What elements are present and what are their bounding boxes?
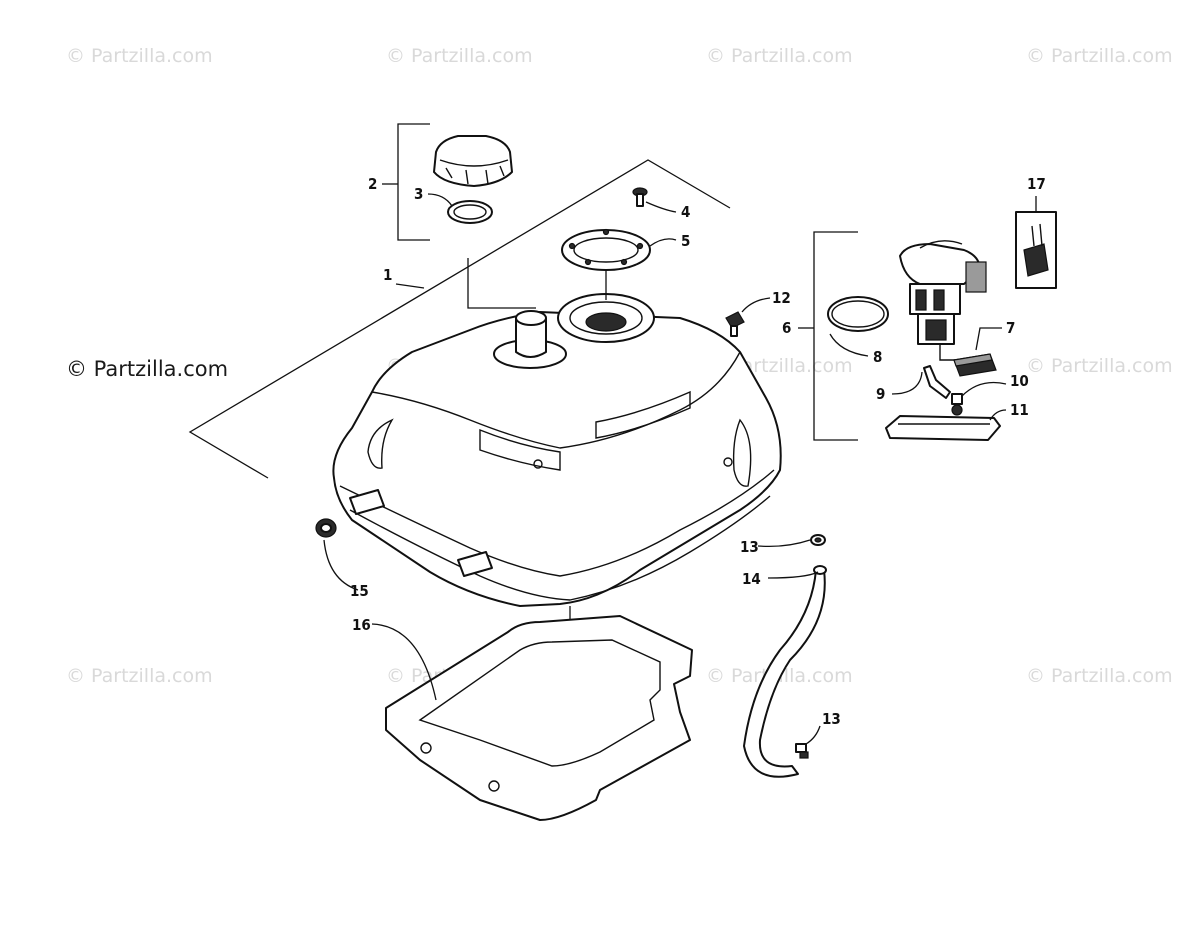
watermark-text: © Partzilla.com <box>1026 45 1173 67</box>
vent-hose <box>743 565 827 778</box>
bolt <box>725 311 745 337</box>
callout-10: 10 <box>1010 372 1029 390</box>
vent-clamp-top <box>810 534 826 546</box>
callout-2: 2 <box>368 175 377 193</box>
watermark-text: © Partzilla.com <box>66 665 213 687</box>
callout-4: 4 <box>681 203 690 221</box>
fuel-filter <box>953 353 997 377</box>
sensor <box>1023 223 1049 277</box>
callout-14: 14 <box>742 570 761 588</box>
callout-9: 9 <box>876 385 885 403</box>
callout-1: 1 <box>383 266 392 284</box>
watermark-text: © Partzilla.com <box>1026 355 1173 377</box>
callout-5: 5 <box>681 232 690 250</box>
watermark-text: © Partzilla.com <box>706 45 853 67</box>
assembly-bracket-1 <box>188 159 731 479</box>
callout-7: 7 <box>1006 319 1015 337</box>
callout-6: 6 <box>782 319 791 337</box>
fuel-tank <box>332 293 782 607</box>
retaining-ring <box>561 228 651 271</box>
watermark-text: © Partzilla.com <box>386 45 533 67</box>
skid-plate <box>385 615 693 821</box>
vent-clamp-bottom <box>795 743 809 759</box>
watermark-main: © Partzilla.com <box>66 357 228 381</box>
callout-3: 3 <box>414 185 423 203</box>
callout-11: 11 <box>1010 401 1029 419</box>
watermark-text: © Partzilla.com <box>1026 665 1173 687</box>
bracket-6 <box>813 231 858 441</box>
fuel-cap <box>433 135 513 187</box>
callout-17: 17 <box>1027 175 1046 193</box>
gasket-plate <box>885 415 1001 441</box>
fuel-pump <box>899 240 987 361</box>
callout-13-top: 13 <box>740 538 759 556</box>
callout-16: 16 <box>352 616 371 634</box>
callout-15: 15 <box>350 582 369 600</box>
bracket-2 <box>397 123 430 241</box>
callout-8: 8 <box>873 348 882 366</box>
hose-clamp <box>951 393 963 416</box>
grommet <box>315 518 337 538</box>
pump-hose <box>923 365 951 399</box>
screw <box>632 187 648 207</box>
callout-labels: 1 2 3 4 5 6 7 8 9 10 11 12 13 14 13 15 1… <box>350 175 1046 728</box>
callout-leaders <box>323 183 1037 745</box>
pump-o-ring <box>827 296 889 332</box>
leader-neck <box>467 258 536 309</box>
callout-13-bottom: 13 <box>822 710 841 728</box>
callout-12: 12 <box>772 289 791 307</box>
watermark-text: © Partzilla.com <box>66 45 213 67</box>
